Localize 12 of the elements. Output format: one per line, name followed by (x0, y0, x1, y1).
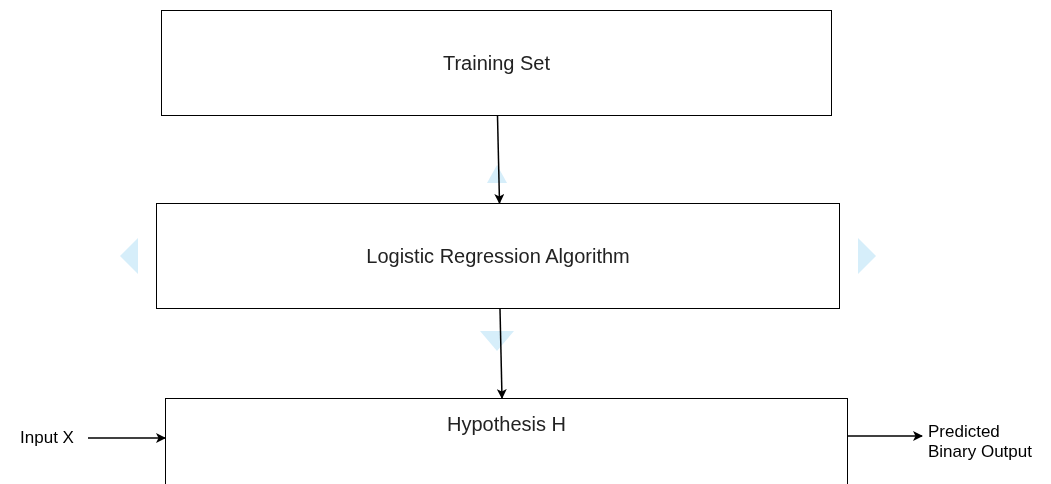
arrow (847, 431, 923, 441)
process-box (165, 398, 848, 484)
process-box (161, 10, 832, 116)
arrow (87, 433, 166, 443)
box-label: Hypothesis H (447, 412, 566, 436)
arrow (496, 308, 507, 399)
node-label: Predicted Binary Output (928, 422, 1033, 462)
process-box (156, 203, 840, 309)
arrow (494, 115, 505, 204)
node-label: Input X (20, 428, 74, 448)
box-label: Logistic Regression Algorithm (366, 244, 630, 268)
box-label: Training Set (442, 51, 551, 75)
